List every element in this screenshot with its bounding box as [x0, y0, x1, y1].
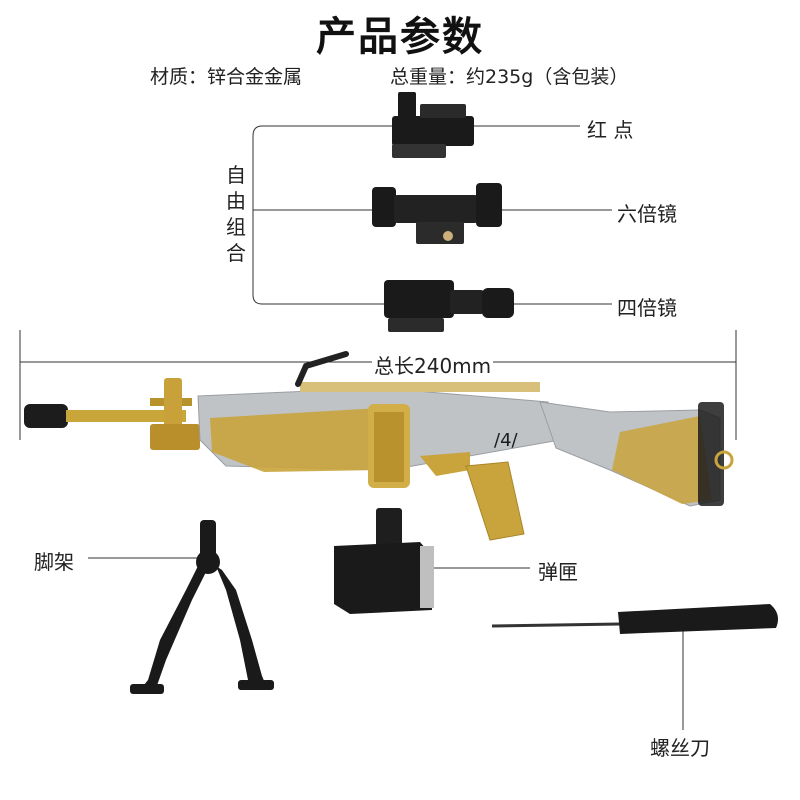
- group-label-char: 合: [226, 241, 246, 265]
- magazine-icon: [334, 508, 434, 614]
- screwdriver-label: 螺丝刀: [650, 736, 710, 760]
- rifle-icon: /4/: [24, 351, 734, 541]
- group-label-char: 自: [226, 163, 246, 187]
- six-x-scope-icon: [372, 183, 502, 244]
- screwdriver-icon: [491, 604, 778, 634]
- group-label-char: 组: [226, 215, 246, 239]
- magazine-label: 弹匣: [538, 560, 578, 584]
- total-length-label: 总长240mm: [372, 350, 494, 379]
- weight-spec: 总重量：约235g（含包装）: [390, 66, 629, 88]
- page-title: 产品参数: [316, 14, 484, 60]
- material-spec: 材质：锌合金金属: [150, 66, 303, 88]
- group-label-char: 由: [226, 189, 246, 213]
- red-dot-label: 红 点: [587, 118, 634, 142]
- bipod-label: 脚架: [34, 550, 74, 574]
- four-x-scope-label: 四倍镜: [617, 296, 677, 320]
- group-bracket: [252, 125, 268, 305]
- bipod-icon: [130, 520, 274, 694]
- six-x-scope-label: 六倍镜: [617, 202, 677, 226]
- four-x-scope-icon: [384, 280, 514, 332]
- svg-text:/4/: /4/: [494, 430, 519, 451]
- group-label: 自 由 组 合: [224, 162, 248, 266]
- red-dot-sight-icon: [392, 92, 474, 158]
